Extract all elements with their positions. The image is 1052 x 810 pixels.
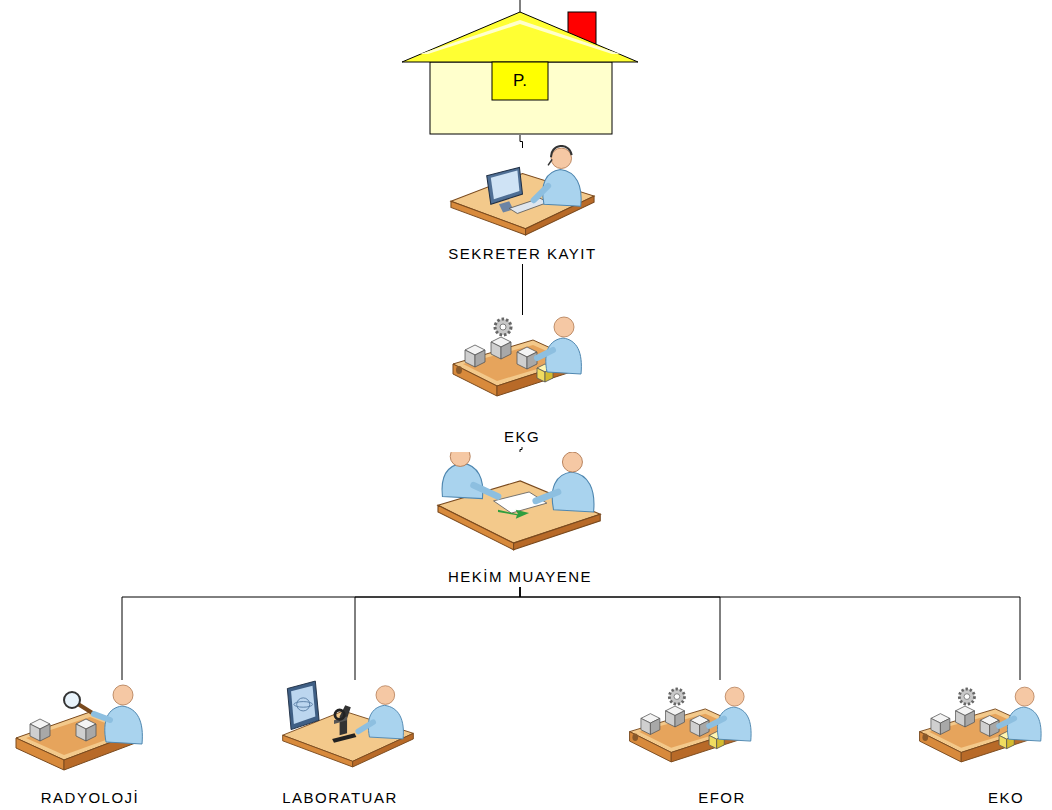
station-node: EKG bbox=[432, 315, 612, 447]
station-label: HEKİM MUAYENE bbox=[448, 567, 592, 587]
echo-icon bbox=[920, 687, 1042, 762]
roof-trim bbox=[420, 20, 620, 54]
station-label: RADYOLOJİ bbox=[41, 788, 140, 808]
caption-holder: EFOR bbox=[647, 788, 797, 808]
caption-holder: LABORATUAR bbox=[265, 788, 415, 808]
caption-holder: RADYOLOJİ bbox=[10, 788, 170, 808]
station-label: EKO bbox=[988, 788, 1024, 808]
sign-label: P. bbox=[513, 71, 527, 91]
flow-connector bbox=[520, 587, 720, 680]
door-sign bbox=[492, 62, 548, 100]
station-node: EKO bbox=[960, 680, 1052, 808]
laboratory-icon bbox=[283, 681, 414, 767]
stress-test-icon bbox=[630, 687, 752, 762]
flow-connector bbox=[122, 587, 520, 680]
station-node: LABORATUAR bbox=[265, 680, 415, 808]
flow-connector bbox=[522, 264, 523, 315]
caption-holder: EKG bbox=[432, 427, 612, 447]
house-wall bbox=[430, 62, 612, 134]
secretary-desk-icon bbox=[451, 146, 594, 235]
house-roof bbox=[402, 12, 638, 62]
caption-holder: SEKRETER KAYIT bbox=[400, 244, 645, 264]
station-label: LABORATUAR bbox=[282, 788, 398, 808]
station-label: EKG bbox=[504, 427, 540, 447]
station-label: EFOR bbox=[698, 788, 746, 808]
examination-icon bbox=[438, 446, 600, 549]
caption-holder: EKO bbox=[960, 788, 1052, 808]
caption-holder: HEKİM MUAYENE bbox=[395, 567, 645, 587]
station-node: HEKİM MUAYENE bbox=[395, 452, 645, 587]
flow-connector bbox=[520, 587, 1020, 680]
sign-text-holder: P. bbox=[492, 62, 548, 100]
flow-connector bbox=[520, 447, 522, 452]
flow-connector bbox=[520, 135, 523, 148]
station-node: SEKRETER KAYIT bbox=[400, 148, 645, 264]
house-node: P. bbox=[400, 10, 640, 135]
station-node: EFOR bbox=[647, 680, 797, 808]
station-label: SEKRETER KAYIT bbox=[448, 244, 596, 264]
ekg-station-icon bbox=[453, 317, 581, 396]
radiology-icon bbox=[16, 685, 142, 770]
flow-connector bbox=[355, 587, 520, 680]
station-node: RADYOLOJİ bbox=[10, 680, 170, 808]
